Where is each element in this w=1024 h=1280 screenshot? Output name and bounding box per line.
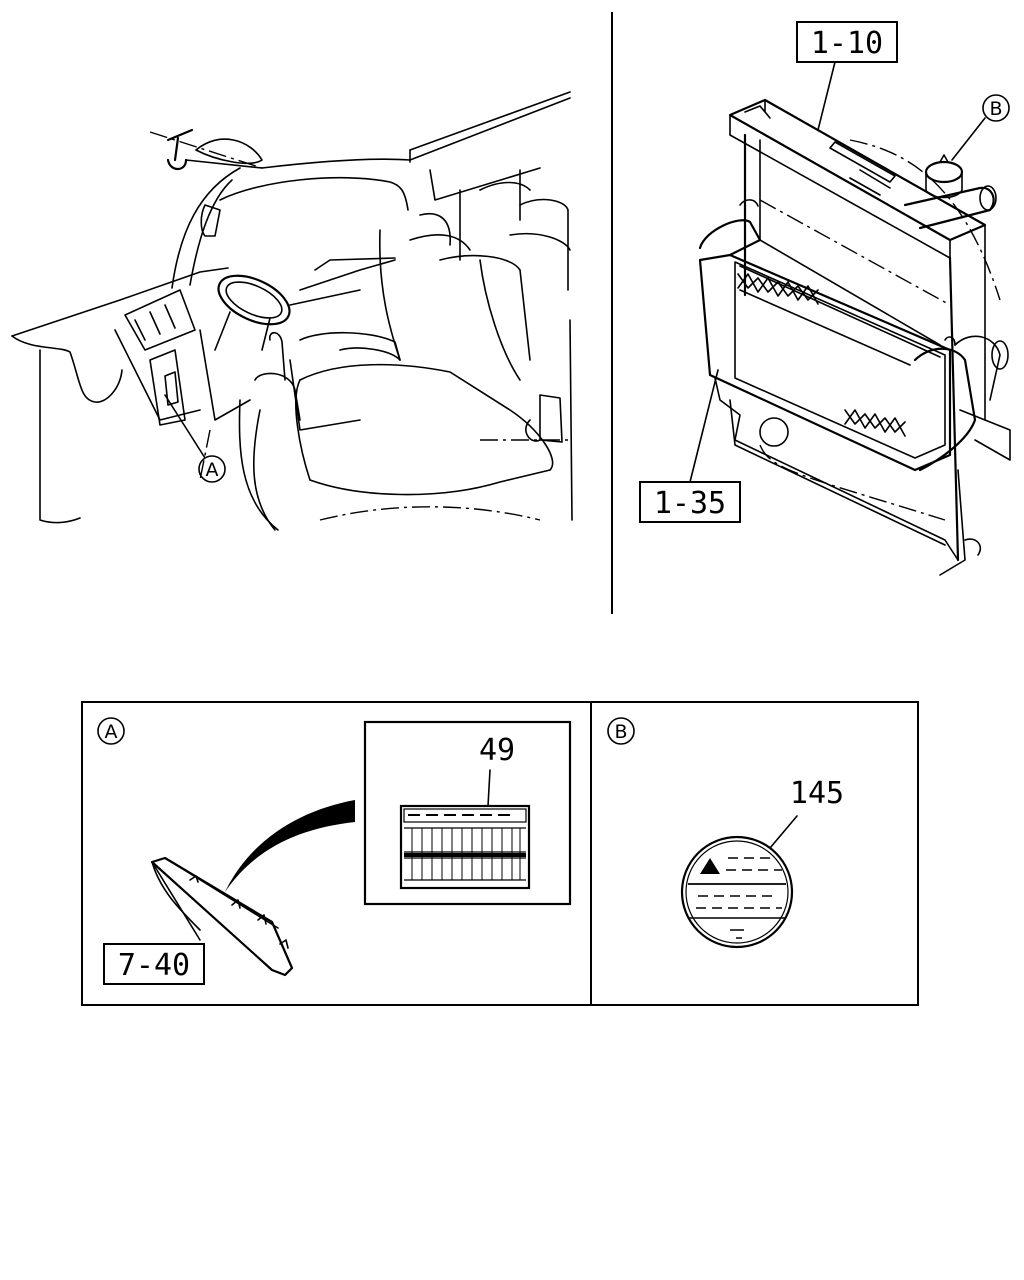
cap-warning-label-graphic [680, 835, 794, 949]
callout-box-radiator [796, 21, 898, 63]
detail-a-marker-circle [198, 455, 226, 483]
callout-box-cover-panel [103, 943, 205, 985]
cab-interior-illustration [11, 91, 573, 531]
caution-label-graphic [399, 804, 531, 890]
label-inset-box [363, 720, 572, 906]
callout-label-49: 49 [479, 733, 515, 768]
detail-b-marker: B [989, 98, 1002, 120]
detail-a-marker: A [206, 459, 219, 481]
callout-cover-panel: 7-40 [118, 948, 190, 983]
callout-label-145: 145 [790, 776, 844, 811]
callout-box-intercooler [639, 481, 741, 523]
detail-b-marker-circle [982, 94, 1010, 122]
callout-radiator: 1-10 [811, 26, 883, 61]
detail-pointer-arrow [225, 800, 355, 892]
detail-b-panel: B 145 [607, 717, 844, 949]
cover-panel-illustration [150, 856, 294, 977]
detail-a-panel: A 49 7-40 [97, 717, 572, 985]
radiator-illustration [689, 61, 1011, 576]
detail-b-heading: B [614, 721, 627, 743]
detail-a-heading: A [105, 721, 118, 743]
detail-panels-frame [81, 701, 919, 1006]
callout-intercooler: 1-35 [654, 486, 726, 521]
